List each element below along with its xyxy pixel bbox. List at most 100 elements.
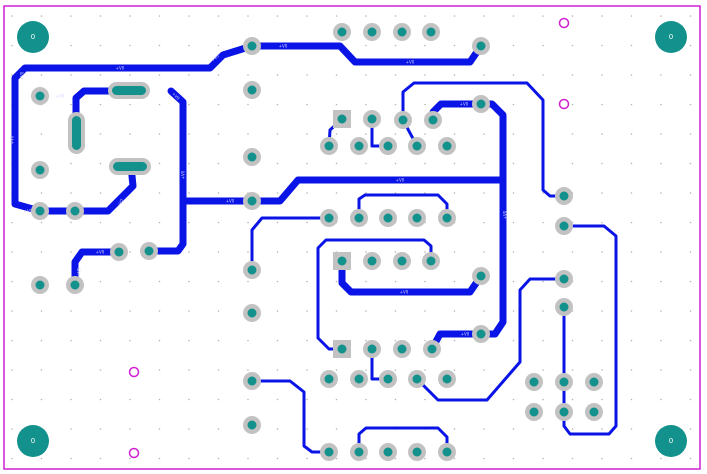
grid-dot	[335, 280, 338, 283]
grid-dot	[276, 280, 279, 283]
grid-dot	[247, 133, 249, 135]
grid-dot	[247, 251, 249, 253]
grid-dot	[365, 280, 367, 283]
grid-dot	[542, 339, 544, 342]
grid-dot	[424, 280, 426, 283]
grid-dot	[158, 428, 161, 430]
grid-dot	[188, 369, 190, 371]
net-label: +V0	[10, 135, 15, 144]
grid-dot	[571, 103, 574, 106]
grid-dot	[99, 310, 102, 312]
grid-dot	[571, 133, 574, 135]
net-label: +V0	[400, 290, 409, 295]
grid-dot	[424, 162, 426, 165]
grid-dot	[99, 369, 102, 371]
grid-dot	[276, 369, 279, 371]
grid-dot	[571, 162, 574, 165]
grid-dot	[11, 339, 13, 342]
pad-hole	[247, 152, 257, 162]
grid-dot	[129, 44, 131, 47]
pad-hole	[324, 141, 334, 151]
grid-dot	[335, 133, 338, 135]
grid-dot	[365, 192, 367, 194]
grid-dot	[188, 339, 190, 342]
grid-dot	[188, 15, 190, 17]
pad-hole	[589, 407, 599, 417]
grid-dot	[40, 251, 43, 253]
grid-dot	[247, 369, 249, 371]
pad-hole	[247, 196, 257, 206]
grid-dot	[306, 251, 308, 253]
grid-dot	[188, 428, 190, 430]
grid-dot	[217, 221, 220, 224]
pad-hole	[367, 344, 377, 354]
grid-dot	[365, 398, 367, 401]
mounting-holes: 0 0 0 0	[17, 21, 687, 457]
pad-hole	[247, 376, 257, 386]
grid-dot	[601, 221, 603, 224]
grid-dot	[601, 428, 603, 430]
grid-dot	[542, 192, 544, 194]
grid-dot	[247, 74, 249, 76]
grid-dot	[188, 44, 190, 47]
trace-mid-bus	[145, 87, 187, 255]
fiducial-top-right	[558, 17, 570, 29]
grid-dot	[542, 221, 544, 224]
oval-pads	[68, 82, 151, 175]
grid-dot	[188, 221, 190, 224]
grid-dot	[365, 310, 367, 312]
grid-dot	[217, 339, 220, 342]
grid-dot	[424, 192, 426, 194]
net-label: +V0	[56, 94, 65, 99]
pad-hole	[476, 271, 486, 281]
grid-dot	[453, 15, 456, 17]
grid-dot	[188, 103, 190, 106]
grid-dot	[483, 457, 485, 460]
grid-dot	[483, 310, 485, 312]
grid-dot	[365, 162, 367, 165]
pad-hole	[35, 280, 45, 290]
grid-dot	[512, 251, 515, 253]
pad-hole	[354, 447, 364, 457]
grid-dot	[483, 221, 485, 224]
grid-dot	[217, 310, 220, 312]
grid-dot	[306, 221, 308, 224]
grid-dot	[99, 428, 102, 430]
grid-dot	[129, 74, 131, 76]
grid-dot	[11, 221, 13, 224]
pad-hole	[428, 115, 438, 125]
grid-dot	[11, 369, 13, 371]
grid-dot	[689, 103, 692, 106]
net-label: +V0	[96, 250, 105, 255]
grid-dot	[129, 457, 131, 460]
grid-dot	[99, 15, 102, 17]
grid-dot	[689, 251, 692, 253]
grid-dot	[306, 310, 308, 312]
grid-dot	[129, 251, 131, 253]
grid-dot	[217, 15, 220, 17]
grid-dot	[40, 15, 43, 17]
pad-hole	[397, 344, 407, 354]
grid-dot	[40, 369, 43, 371]
grid-dot	[512, 280, 515, 283]
pad-hole	[426, 256, 436, 266]
pad-hole	[559, 407, 569, 417]
grid-dot	[660, 74, 662, 76]
grid-dot	[660, 280, 662, 283]
grid-dot	[394, 162, 397, 165]
grid-dot	[99, 133, 102, 135]
grid-dot	[630, 44, 633, 47]
net-label: +V0	[181, 170, 186, 179]
pad-hole	[427, 344, 437, 354]
grid-dot	[512, 398, 515, 401]
grid-dot	[601, 280, 603, 283]
grid-dot	[217, 398, 220, 401]
grid-dot	[70, 339, 72, 342]
pad-hole	[354, 213, 364, 223]
component-pads	[31, 23, 603, 461]
grid-dot	[276, 339, 279, 342]
grid-dot	[542, 251, 544, 253]
grid-dot	[394, 133, 397, 135]
grid-dot	[158, 162, 161, 165]
oval-pad-vertical	[68, 112, 85, 154]
